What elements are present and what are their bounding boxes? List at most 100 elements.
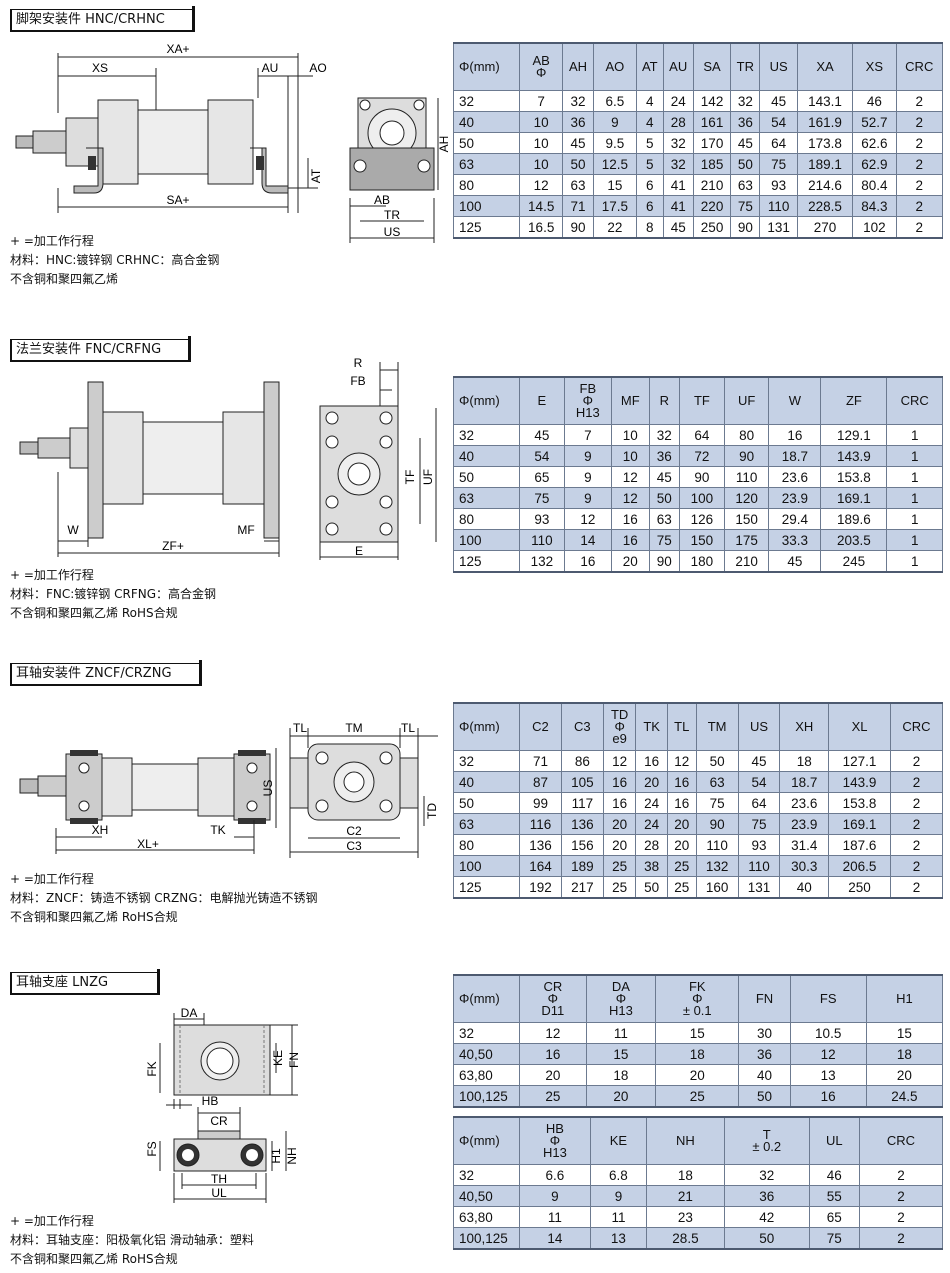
dim-xh: XH	[92, 823, 109, 837]
table-cell: 64	[759, 132, 798, 154]
table-cell: 23.6	[768, 466, 822, 488]
table-cell: 12	[610, 466, 650, 488]
table-cell: 14	[563, 529, 612, 551]
table-cell: 23	[646, 1206, 725, 1228]
table-cell: 63,80	[453, 1064, 520, 1086]
column-header-line: FK	[688, 979, 706, 994]
table-cell: 131	[759, 216, 798, 239]
column-header-line: H13	[542, 1145, 567, 1160]
table-cell: 6.6	[519, 1164, 591, 1186]
table-cell: 9	[592, 111, 638, 133]
dim-tm: TM	[345, 721, 362, 735]
table-cell: 15	[865, 1022, 944, 1044]
table-cell: 42	[723, 1206, 810, 1228]
column-header: SA	[692, 42, 732, 91]
dim-th: TH	[211, 1172, 227, 1186]
column-header: Φ(mm)	[453, 974, 520, 1023]
table-cell: 16	[666, 792, 697, 814]
dim-xa: XA+	[166, 42, 189, 56]
table-cell: 8	[636, 216, 664, 239]
table-cell: 2	[890, 813, 943, 835]
dim-ao: AO	[309, 61, 326, 75]
table-cell: 4	[636, 111, 664, 133]
column-header-line: R	[659, 393, 669, 408]
table-cell: 2	[895, 216, 944, 239]
table-cell: 110	[519, 529, 565, 551]
dim-td: TD	[425, 803, 439, 819]
drawing-trunnion-bracket: DA FK KE FN HB CR FS H1 NH TH UL	[145, 1006, 301, 1203]
table-cell: 40	[453, 445, 520, 467]
column-header: H1	[865, 974, 944, 1023]
table-cell: 2	[895, 132, 944, 154]
table-cell: 170	[692, 132, 732, 154]
table-cell: 40	[779, 876, 830, 899]
table-cell: 126	[679, 508, 725, 530]
table-cell: 90	[730, 216, 761, 239]
table-cell: 15	[655, 1022, 740, 1044]
table-cell: 36	[648, 445, 681, 467]
table-cell: 45	[730, 132, 761, 154]
table-cell: 90	[723, 445, 770, 467]
table-cell: 16	[635, 750, 668, 772]
column-header: UL	[808, 1116, 860, 1165]
column-header: FN	[738, 974, 791, 1023]
section-title-zncf: 耳轴安装件 ZNCF/CRZNG	[10, 660, 202, 686]
table-cell: 161	[692, 111, 732, 133]
dim-tl-left: TL	[293, 721, 307, 735]
table-cell: 164	[519, 855, 562, 877]
column-header-line: Φ(mm)	[459, 719, 500, 734]
table-cell: 32	[453, 1022, 520, 1044]
table-cell: 11	[519, 1206, 591, 1228]
dim-uf: UF	[421, 469, 435, 485]
column-header: C3	[560, 702, 604, 751]
column-header-line: CR	[543, 979, 563, 994]
dim-h1: H1	[269, 1148, 283, 1164]
table-cell: 136	[519, 834, 562, 856]
table-cell: 12.5	[592, 153, 638, 175]
table-cell: 23.9	[768, 487, 822, 509]
table-cell: 10	[518, 153, 564, 175]
table-cell: 153.8	[820, 466, 888, 488]
table-cell: 1	[886, 424, 943, 446]
table-cell: 18	[646, 1164, 725, 1186]
table-cell: 10	[518, 111, 564, 133]
table-cell: 2	[890, 834, 943, 856]
table-cell: 2	[890, 792, 943, 814]
table-cell: 36	[562, 111, 594, 133]
column-header-line: TR	[736, 59, 755, 74]
table-cell: 32	[662, 153, 694, 175]
table-cell: 71	[562, 195, 594, 217]
table-cell: 90	[648, 550, 681, 573]
table-cell: 110	[695, 834, 739, 856]
table-cell: 93	[759, 174, 798, 196]
column-header-line: H13	[608, 1003, 633, 1018]
dim-fs: FS	[145, 1141, 159, 1156]
table-cell: 50	[562, 153, 594, 175]
table-cell: 150	[679, 529, 725, 551]
column-header-line: US	[749, 719, 769, 734]
table-cell: 18	[655, 1043, 740, 1065]
table-cell: 29.4	[768, 508, 822, 530]
table-cell: 1	[886, 445, 943, 467]
table-cell: 20	[519, 1064, 587, 1086]
table-cell: 90	[679, 466, 725, 488]
table-cell: 2	[895, 195, 944, 217]
table-cell: 12	[518, 174, 564, 196]
table-cell: 20	[635, 771, 668, 793]
table-cell: 41	[662, 174, 694, 196]
table-cell: 75	[759, 153, 798, 175]
column-header-line: Φ(mm)	[459, 991, 500, 1006]
section-title-lnzg: 耳轴支座 LNZG	[10, 969, 160, 995]
table-cell: 11	[589, 1206, 648, 1228]
table-cell: 54	[737, 771, 781, 793]
table-cell: 15	[592, 174, 638, 196]
table-cell: 36	[730, 111, 761, 133]
table-cell: 17.5	[592, 195, 638, 217]
table-cell: 245	[820, 550, 888, 573]
table-cell: 18	[585, 1064, 657, 1086]
table-cell: 25	[655, 1085, 740, 1108]
